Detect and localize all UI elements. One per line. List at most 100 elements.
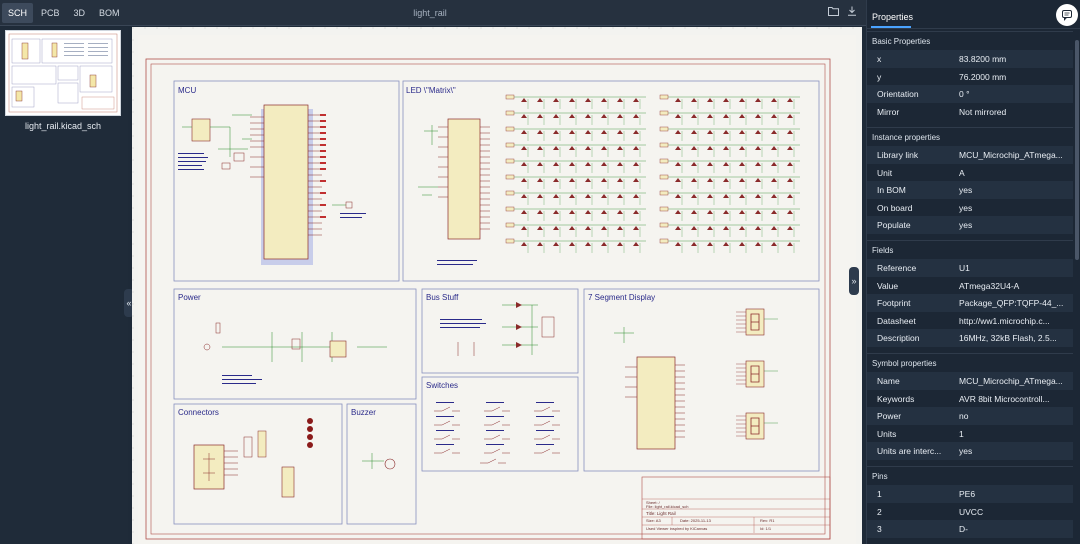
title-block-file: File: light_rail.kicad_sch (646, 504, 688, 509)
title-block-id: Id: 1/1 (760, 526, 772, 531)
section-divider (867, 466, 1073, 467)
property-row[interactable]: 1 PE6 (867, 485, 1073, 503)
sheet-list-panel: light_rail.kicad_sch (0, 27, 128, 544)
tab-3d[interactable]: 3D (73, 7, 86, 18)
block-title-power: Power (178, 293, 201, 302)
panel-scrollbar[interactable] (1075, 40, 1079, 260)
property-key: 1 (877, 489, 882, 499)
block-title-led: LED \"Matrix\" (406, 86, 456, 95)
property-row[interactable]: x 83.8200 mm (867, 50, 1073, 68)
property-key: y (877, 71, 882, 82)
section-title: Pins (872, 472, 888, 481)
section-divider (867, 127, 1073, 128)
property-value: no (959, 411, 969, 421)
property-row[interactable]: Value ATmega32U4-A (867, 277, 1073, 295)
property-value: PE6 (959, 489, 976, 499)
property-row[interactable]: 2 UVCC (867, 503, 1073, 521)
property-row[interactable]: On board yes (867, 199, 1073, 217)
section-divider (867, 31, 1073, 32)
chevrons-left-icon[interactable]: « (124, 289, 134, 317)
property-key: Orientation (877, 89, 919, 99)
tab-sch[interactable]: SCH (2, 2, 34, 23)
property-key: Description (877, 333, 920, 343)
property-key: On board (877, 202, 913, 213)
title-block-sheet: Sheet: / (646, 500, 661, 505)
property-row[interactable]: Populate yes (867, 216, 1073, 234)
property-value: 76.2000 mm (959, 71, 1007, 82)
property-value: yes (959, 185, 973, 195)
property-row[interactable]: Name MCU_Microchip_ATmega... (867, 372, 1073, 390)
property-key: Units are interc... (877, 446, 942, 456)
property-key: Mirror (877, 106, 900, 117)
section-title: Basic Properties (872, 37, 931, 46)
block-title-7seg: 7 Segment Display (588, 293, 655, 302)
property-row[interactable]: y 76.2000 mm (867, 68, 1073, 86)
property-value: D- (959, 524, 968, 534)
property-row[interactable]: Units 1 (867, 425, 1073, 443)
chat-icon[interactable] (1056, 4, 1078, 26)
property-key: Populate (877, 220, 911, 230)
title-block-title: Title: Light Rail (646, 511, 676, 516)
property-value: yes (959, 446, 973, 456)
property-key: x (877, 54, 882, 64)
download-icon[interactable] (847, 6, 857, 20)
property-row[interactable]: Orientation 0 ° (867, 85, 1073, 103)
property-key: Unit (877, 167, 893, 178)
property-value: Not mirrored (959, 106, 1007, 117)
property-key: Units (877, 428, 897, 439)
properties-panel: Properties Basic Properties x 83.8200 mm y 7… (866, 0, 1080, 544)
property-key: Value (877, 280, 899, 291)
property-value: AVR 8bit Microcontroll... (959, 393, 1050, 404)
block-title-bus: Bus Stuff (426, 293, 459, 302)
schematic-canvas[interactable]: MCU LED \"Matrix\" (132, 27, 862, 544)
property-value: yes (959, 202, 973, 213)
property-row[interactable]: Mirror Not mirrored (867, 103, 1073, 121)
property-key: In BOM (877, 185, 906, 195)
block-title-mcu: MCU (178, 86, 196, 95)
property-row[interactable]: 3 D- (867, 520, 1073, 538)
property-row[interactable]: In BOM yes (867, 181, 1073, 199)
property-value: Package_QFP:TQFP-44_... (959, 298, 1064, 308)
section-title: Instance properties (872, 133, 941, 142)
folder-icon[interactable] (828, 6, 839, 20)
property-value: UVCC (959, 506, 984, 517)
property-value: 83.8200 mm (959, 54, 1007, 64)
active-tab-indicator (871, 26, 911, 28)
property-key: Keywords (877, 393, 915, 404)
panel-divider (867, 28, 1080, 29)
property-key: 2 (877, 506, 882, 517)
section-divider (867, 353, 1073, 354)
properties-title[interactable]: Properties (872, 12, 914, 22)
tab-bom[interactable]: BOM (99, 7, 120, 18)
block-title-switches: Switches (426, 381, 458, 390)
property-row[interactable]: Reference U1 (867, 259, 1073, 277)
property-value: ATmega32U4-A (959, 280, 1020, 291)
document-title: light_rail (413, 8, 447, 18)
title-block-date: Date: 2025-11-13 (680, 518, 712, 523)
property-value: MCU_Microchip_ATmega... (959, 150, 1063, 160)
title-block-rev: Rev: R1 (760, 518, 775, 523)
section-divider (867, 240, 1073, 241)
property-row[interactable]: Units are interc... yes (867, 442, 1073, 460)
property-value: MCU_Microchip_ATmega... (959, 376, 1063, 386)
property-row[interactable]: Keywords AVR 8bit Microcontroll... (867, 390, 1073, 408)
property-key: Reference (877, 263, 917, 273)
title-block-tool: Used Viewer inspired by KiCanvas (646, 526, 707, 531)
section-title: Fields (872, 246, 894, 255)
sheet-thumbnail[interactable] (5, 30, 121, 116)
property-key: 3 (877, 524, 882, 534)
tab-pcb[interactable]: PCB (41, 7, 60, 18)
property-key: Name (877, 376, 900, 386)
property-value: yes (959, 220, 973, 230)
property-value: 1 (959, 428, 964, 439)
property-value: 0 ° (959, 89, 970, 99)
property-value: U1 (959, 263, 970, 273)
chevrons-right-icon[interactable]: » (849, 267, 859, 295)
title-block-size: Size: A3 (646, 518, 661, 523)
